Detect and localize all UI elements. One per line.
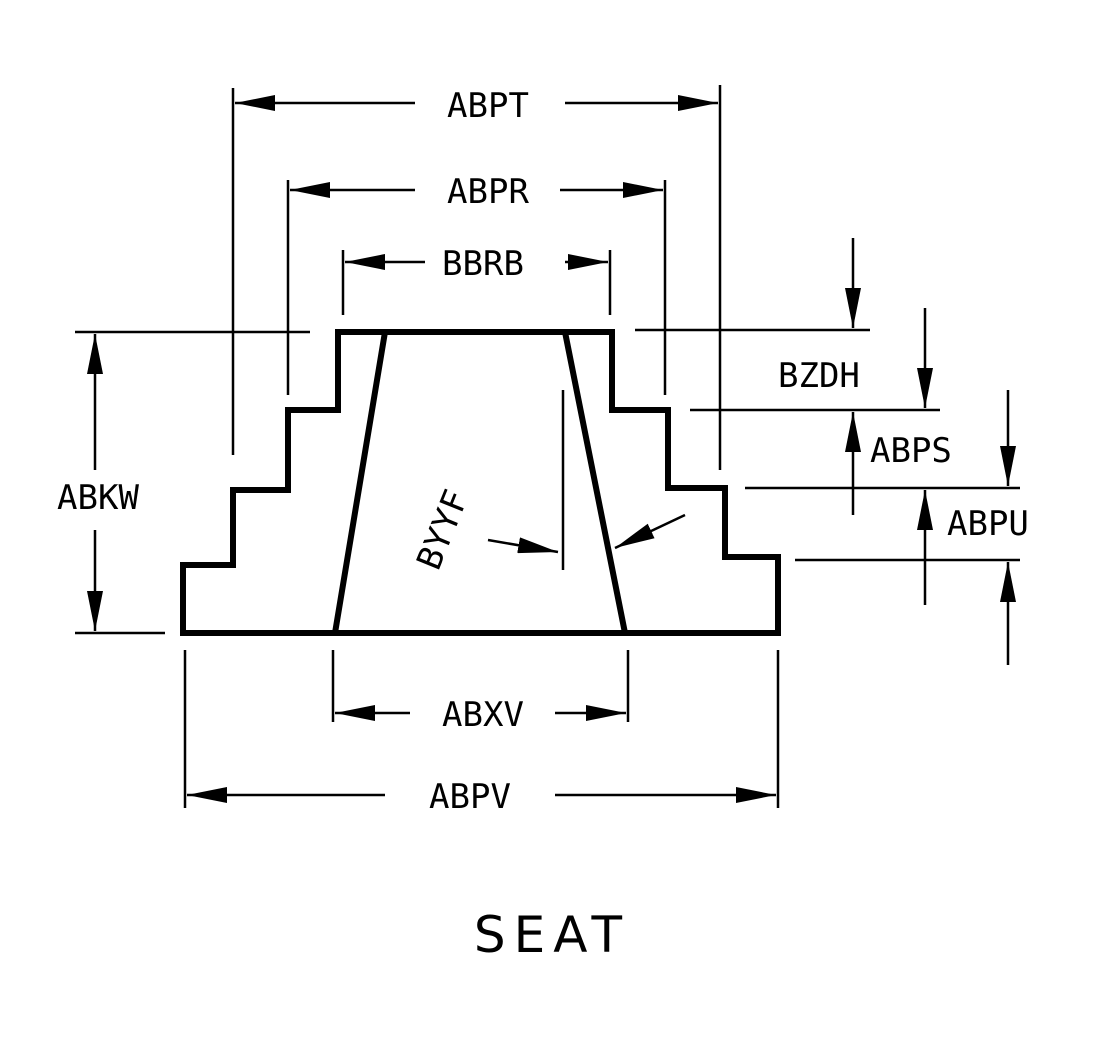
seat-bore <box>331 329 629 636</box>
dim-label-abxv: ABXV <box>442 695 524 735</box>
dim-label-abpr: ABPR <box>447 172 529 212</box>
seat-section <box>180 329 781 636</box>
extension-lines <box>75 85 1020 808</box>
dim-label-abps: ABPS <box>870 431 952 471</box>
dimension-arrows <box>87 95 1016 803</box>
dim-label-abkw: ABKW <box>57 478 139 518</box>
seat-hatched-body <box>180 329 781 636</box>
dim-label-abpt: ABPT <box>447 86 529 126</box>
dim-label-bzdh: BZDH <box>778 356 860 396</box>
diagram-title: SEAT <box>474 906 630 964</box>
dim-label-abpv: ABPV <box>429 777 511 817</box>
dim-label-byyf: BYYF <box>409 484 477 575</box>
dim-label-bbrb: BBRB <box>442 244 524 284</box>
dim-label-abpu: ABPU <box>947 504 1029 544</box>
